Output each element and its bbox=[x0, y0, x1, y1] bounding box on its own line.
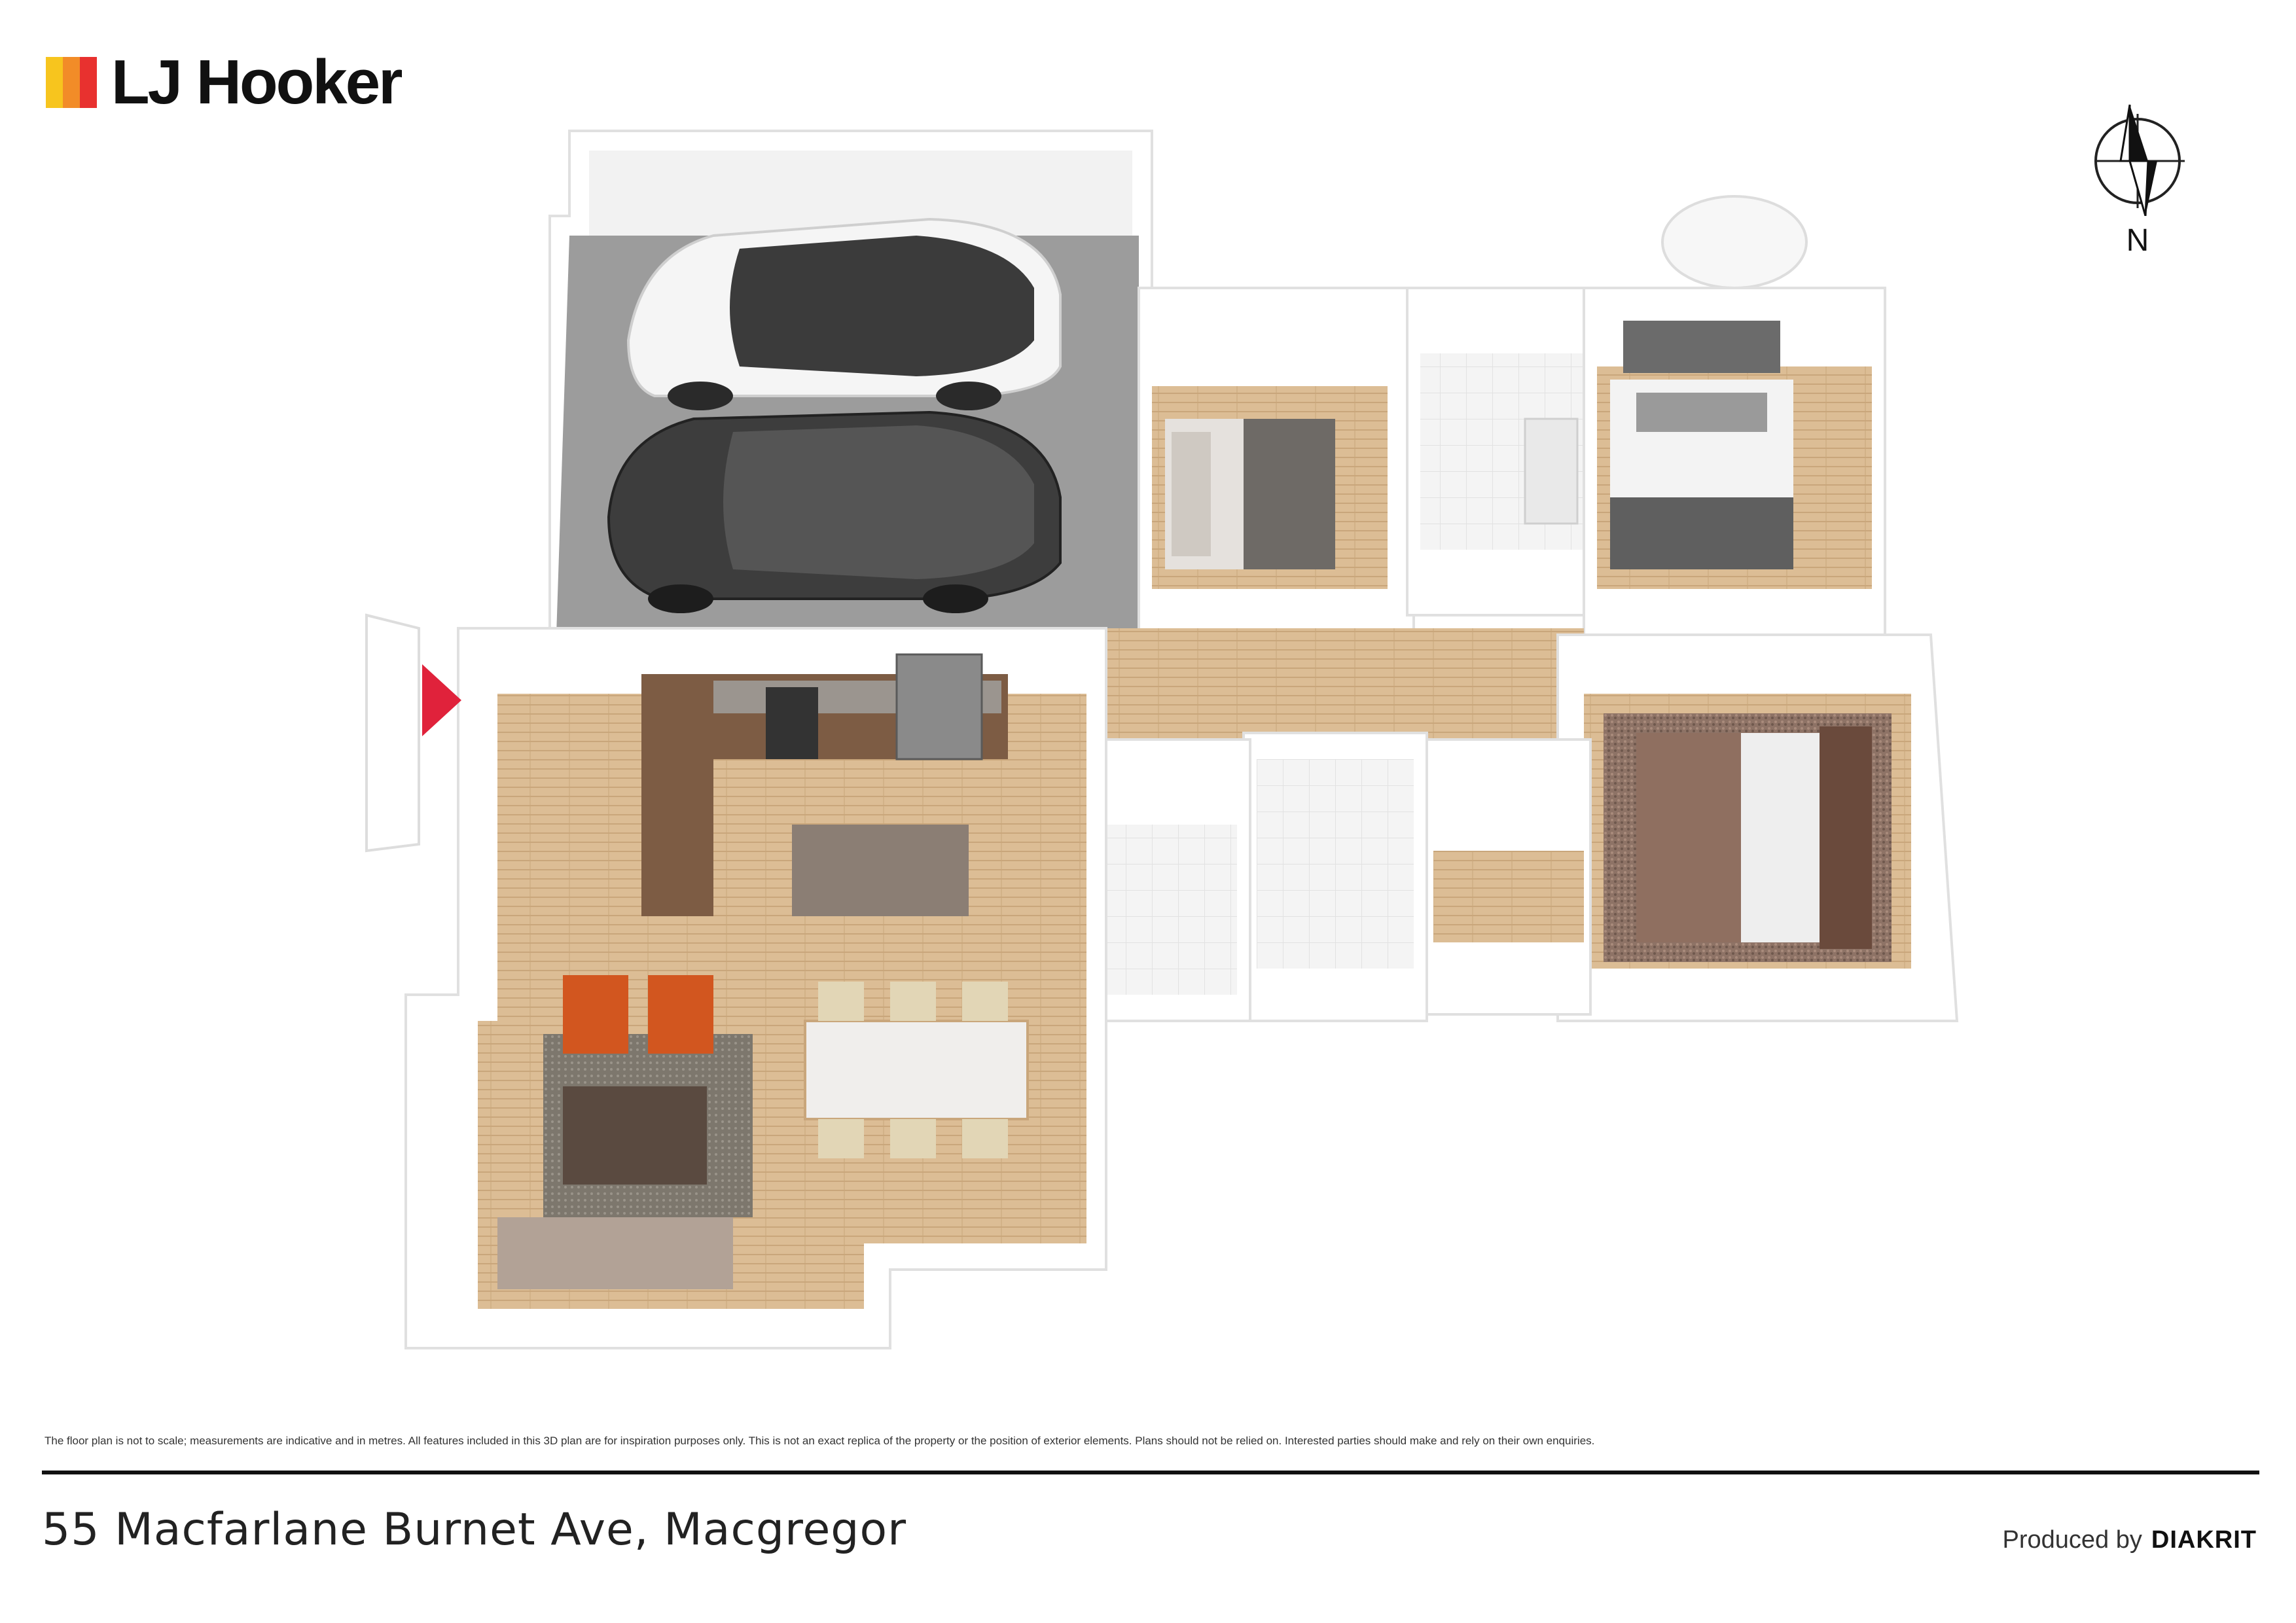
brand-name: LJ Hooker bbox=[111, 47, 403, 117]
car-white bbox=[626, 217, 1062, 410]
bedroom-2 bbox=[1138, 287, 1415, 643]
producer-logo: DIAKRIT bbox=[2151, 1526, 2257, 1554]
garage bbox=[548, 130, 1153, 649]
living-kitchen-dining bbox=[404, 627, 1107, 1349]
compass-rose-icon bbox=[2090, 104, 2185, 217]
produced-by-label: Produced by bbox=[2002, 1526, 2142, 1554]
bedroom-3 bbox=[1583, 195, 1886, 643]
property-address: 55 Macfarlane Burnet Ave, Macgregor bbox=[42, 1504, 907, 1556]
floor-plan bbox=[365, 130, 1959, 1349]
laundry bbox=[1092, 738, 1251, 1022]
walk-in-robe bbox=[1426, 738, 1592, 1016]
entry-marker bbox=[365, 613, 461, 853]
ensuite-bathroom bbox=[1406, 287, 1605, 616]
compass: N bbox=[2090, 98, 2225, 268]
footer-divider bbox=[42, 1471, 2259, 1474]
brand-logo: LJ Hooker bbox=[46, 47, 403, 117]
disclaimer-text: The floor plan is not to scale; measurem… bbox=[45, 1435, 1595, 1447]
producer-credit: Produced by DIAKRIT bbox=[2003, 1526, 2257, 1554]
master-bedroom bbox=[1556, 633, 1959, 1022]
hallway bbox=[1100, 628, 1584, 740]
bathroom bbox=[1242, 732, 1428, 1022]
brand-mark-icon bbox=[46, 57, 97, 108]
car-dark bbox=[607, 410, 1062, 613]
compass-north-label: N bbox=[2126, 223, 2149, 258]
